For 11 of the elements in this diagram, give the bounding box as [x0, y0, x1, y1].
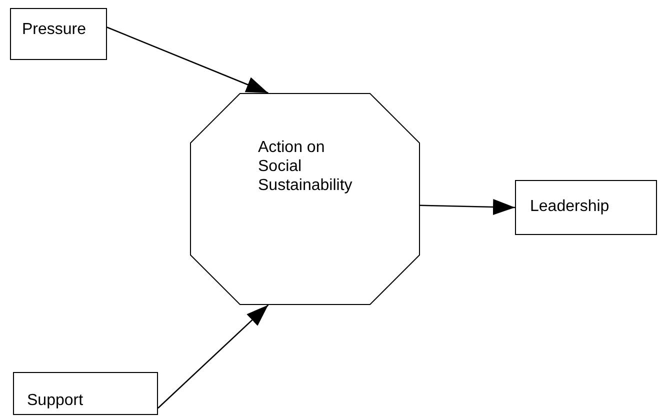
- node-label: Leadership: [530, 197, 610, 216]
- process-box: [13, 372, 158, 415]
- node-label: Support: [27, 391, 84, 410]
- arrow: [106, 26, 268, 94]
- arrow: [420, 199, 516, 215]
- octagon-node: [190, 93, 420, 305]
- process-box: [515, 180, 657, 235]
- node-label: Pressure: [22, 20, 88, 39]
- arrow: [158, 304, 269, 409]
- process-box: [10, 8, 107, 60]
- node-label: Action on Social Sustainability: [258, 138, 354, 195]
